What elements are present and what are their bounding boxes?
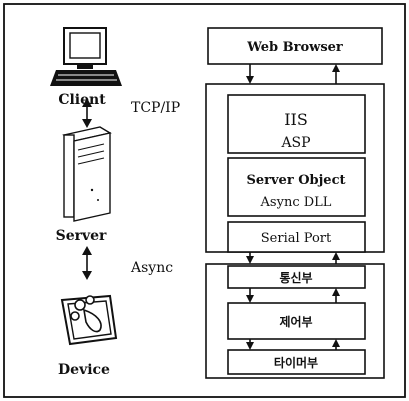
comm-unit-label: 통신부 (279, 270, 312, 285)
iis-asp-box (227, 94, 366, 154)
serial-port-label: Serial Port (261, 231, 332, 246)
serial-device-arrows (246, 252, 340, 264)
timer-unit-label: 타이머부 (274, 355, 318, 370)
device-label: Device (58, 362, 110, 378)
iis-label: IIS (284, 110, 308, 129)
web-browser-box (207, 27, 383, 65)
web-browser-label: Web Browser (246, 40, 343, 55)
tcp-ip-label: TCP/IP (131, 100, 180, 116)
outer-frame (3, 3, 406, 398)
client-label: Client (58, 92, 106, 108)
client-server-arrow (82, 98, 92, 128)
client-computer-icon (50, 27, 122, 86)
control-unit-box (227, 302, 366, 340)
server-label: Server (56, 228, 107, 244)
server-device-arrow (82, 246, 92, 280)
server-tower-icon (62, 126, 112, 222)
comm-unit-box (227, 265, 366, 289)
timer-unit-box (227, 349, 366, 375)
device-icon (60, 294, 118, 346)
async-label: Async (130, 260, 173, 276)
async-dll-label: Async DLL (260, 195, 332, 210)
server-object-label: Server Object (246, 173, 345, 188)
control-timer-arrows (246, 339, 340, 350)
asp-label: ASP (280, 135, 310, 151)
comm-control-arrows (246, 288, 340, 303)
serial-port-box (227, 221, 366, 253)
browser-server-arrows (246, 64, 340, 84)
server-object-box (227, 157, 366, 217)
control-unit-label: 제어부 (279, 314, 312, 329)
